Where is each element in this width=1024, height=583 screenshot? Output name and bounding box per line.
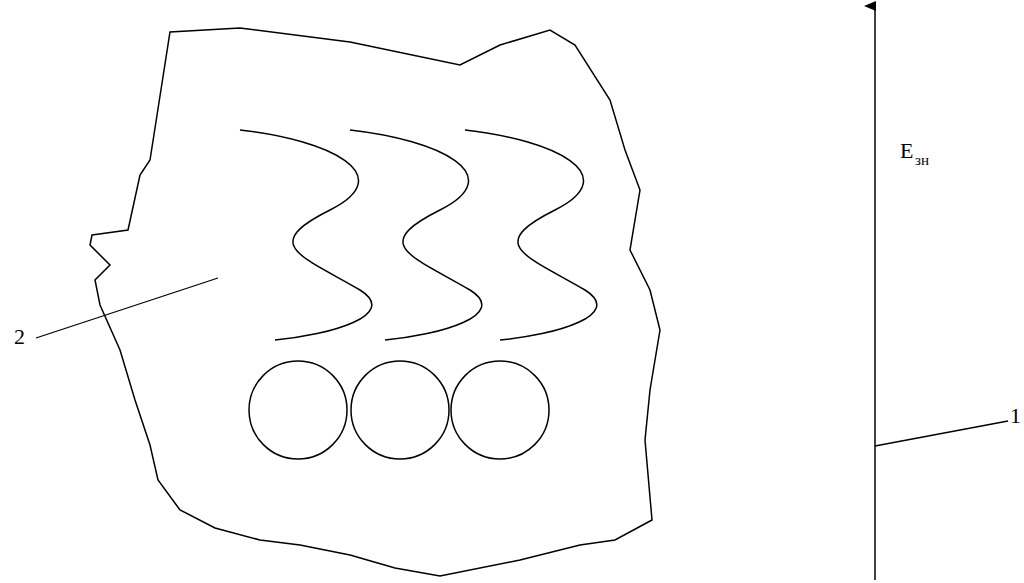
- heat-waves: [240, 130, 597, 340]
- callout-number: 1: [1010, 405, 1021, 427]
- blob-outline: [90, 28, 660, 576]
- axis-label: E: [900, 140, 913, 162]
- callout-number: 2: [14, 326, 25, 348]
- particles: [249, 361, 549, 459]
- energy-axis: [874, 6, 876, 580]
- leader-line: [875, 421, 1008, 446]
- axis-subscript: зн: [915, 153, 929, 168]
- leader-line: [36, 278, 218, 338]
